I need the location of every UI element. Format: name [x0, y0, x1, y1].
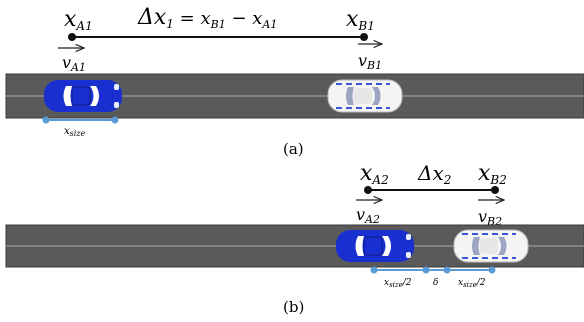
label-vB1: vB1	[358, 51, 382, 72]
white-car-icon	[327, 79, 403, 113]
label-xB1: xB1	[346, 7, 375, 33]
point-xB1	[360, 33, 368, 41]
label-xA1: xA1	[64, 7, 93, 33]
caption-a: (a)	[283, 140, 304, 158]
label-xA2: xA2	[360, 161, 389, 187]
point-xA1	[68, 33, 76, 41]
point-xA2	[364, 186, 372, 194]
label-xsize: xsize	[64, 126, 86, 138]
size-dim-end-left	[42, 116, 50, 124]
equation-delta-x1: Δx1 = xB1 − xA1	[137, 5, 277, 31]
label-xB2: xB2	[478, 161, 507, 187]
point-xB2	[491, 186, 499, 194]
blue-car-icon	[336, 230, 414, 262]
label-xsize-half-b: xsize/2	[458, 278, 486, 289]
label-vA1: vA1	[62, 53, 86, 74]
dim-point-4	[488, 266, 496, 274]
blue-car-icon	[44, 80, 122, 112]
panel-a: xA1 Δx1 = xB1 − xA1 xB1 vA1 vB1	[5, 5, 584, 158]
dim-point-1	[370, 266, 378, 274]
panel-b: xA2 Δx2 xB2 vA2 vB2	[5, 161, 584, 316]
label-vA2: vA2	[356, 205, 380, 226]
dim-point-3	[443, 266, 451, 274]
dim-point-2	[422, 266, 430, 274]
label-xsize-half-a: xsize/2	[384, 278, 412, 289]
white-car-icon	[453, 229, 529, 263]
caption-b: (b)	[283, 298, 304, 316]
label-delta-x2: Δx2	[417, 161, 451, 187]
size-dim-end-right	[111, 116, 119, 124]
label-delta: δ	[433, 278, 438, 288]
